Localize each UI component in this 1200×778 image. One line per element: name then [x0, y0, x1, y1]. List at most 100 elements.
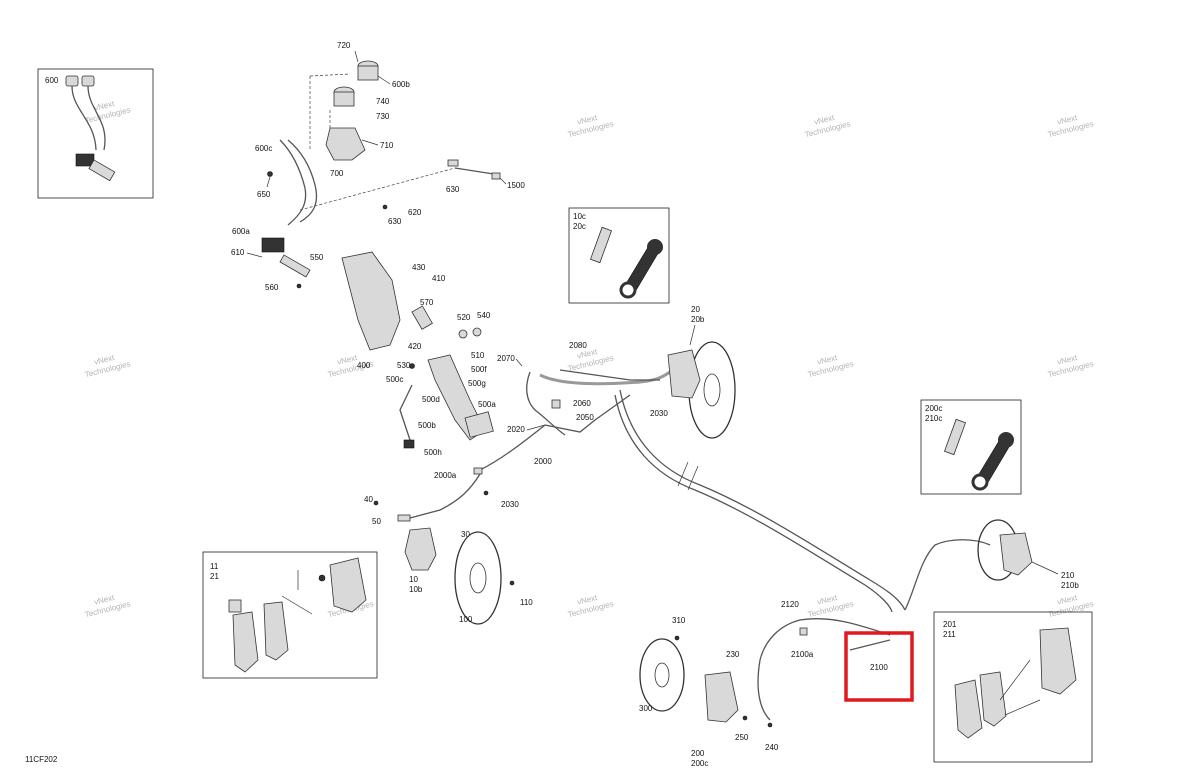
- leader-line: [526, 424, 546, 431]
- callout-210b: 210b: [1061, 581, 1079, 590]
- callout-2030-upper: 2030: [650, 409, 668, 418]
- callout-2060: 2060: [573, 399, 591, 408]
- bolt-icon: [382, 204, 388, 210]
- inset-label-line1: 201: [943, 620, 957, 629]
- callout-500c: 500c: [386, 375, 403, 384]
- leader-line: [499, 177, 507, 185]
- clamp-icon: [267, 171, 273, 177]
- caliper-icon: [999, 532, 1033, 576]
- highlight-box[interactable]: [844, 631, 914, 702]
- callout-650: 650: [257, 190, 271, 199]
- callout-600c: 600c: [255, 144, 272, 153]
- rod-line: [399, 384, 413, 441]
- callout-210: 210: [1061, 571, 1075, 580]
- bleeder-cap-ring-icon: [971, 473, 989, 491]
- banjo-fitting-icon: [397, 514, 411, 522]
- bolt-icon: [742, 715, 748, 721]
- hose-line: [479, 424, 546, 471]
- callout-50: 50: [372, 517, 381, 526]
- hose-line: [287, 139, 318, 223]
- callout-710: 710: [380, 141, 394, 150]
- inset-pads-front[interactable]: 11 21: [202, 551, 378, 679]
- hose-line: [279, 139, 307, 226]
- hose-line: [559, 369, 660, 381]
- callout-2030-lower: 2030: [501, 500, 519, 509]
- bushing-icon: [472, 327, 482, 337]
- callout-500g: 500g: [468, 379, 486, 388]
- callout-10: 10: [409, 575, 418, 584]
- inset-frame: [920, 399, 1022, 495]
- callout-300: 300: [639, 704, 653, 713]
- callout-570: 570: [420, 298, 434, 307]
- brake-pad-icon: [232, 611, 259, 673]
- callout-20b: 20b: [691, 315, 705, 324]
- hose-line: [539, 370, 671, 386]
- callout-30: 30: [461, 530, 470, 539]
- callout-500h: 500h: [424, 448, 442, 457]
- rear-left-brake-lines[interactable]: 2120 2100a 2100 310 230 300 250 240 200 …: [639, 600, 891, 768]
- callout-600b: 600b: [392, 80, 410, 89]
- pedal-bracket-icon: [341, 251, 401, 351]
- callout-520: 520: [457, 313, 471, 322]
- callout-550: 550: [310, 253, 324, 262]
- caliper-icon: [704, 671, 739, 723]
- callout-240: 240: [765, 743, 779, 752]
- bolt-icon: [296, 283, 302, 289]
- callout-2050: 2050: [576, 413, 594, 422]
- callout-10b: 10b: [409, 585, 423, 594]
- brake-pad-icon: [263, 601, 289, 661]
- inset-label-line2: 21: [210, 572, 219, 581]
- pedal-pad-icon: [464, 411, 494, 438]
- pin-icon: [999, 659, 1031, 701]
- inset-bleeder-rear[interactable]: 200c 210c: [920, 399, 1022, 495]
- shim-icon: [228, 599, 242, 613]
- bleeder-cap-icon: [647, 239, 663, 255]
- leader-line: [1031, 561, 1059, 575]
- disc-hub-icon: [654, 662, 670, 688]
- clip-icon: [483, 490, 489, 496]
- master-cylinder-icon: [261, 237, 285, 253]
- inset-master-cylinder[interactable]: 600: [37, 68, 154, 199]
- callout-2070: 2070: [497, 354, 515, 363]
- callout-500d: 500d: [422, 395, 440, 404]
- fitting-icon: [491, 172, 501, 180]
- master-cylinder-assembly[interactable]: 600a 610 550 560 430 410 570 520 540 420…: [231, 227, 496, 457]
- bolt-icon: [318, 574, 326, 582]
- pin-icon: [281, 595, 313, 615]
- leader-line: [266, 176, 271, 188]
- stop-block-icon: [403, 439, 415, 449]
- inset-bleeder-front[interactable]: 10c 20c: [568, 207, 670, 304]
- hose-line: [71, 85, 97, 151]
- fitting-icon: [447, 159, 459, 167]
- bolt-icon: [674, 635, 680, 641]
- reservoir-icon: [333, 91, 355, 107]
- inset-label-line2: 211: [943, 630, 956, 639]
- inset-label: 600: [45, 76, 59, 85]
- inset-pads-rear[interactable]: 201 211: [933, 611, 1093, 763]
- hose-line: [904, 539, 991, 611]
- reservoir-assembly[interactable]: 720 600b 740 730 710 700: [309, 41, 410, 178]
- reservoir-hoses[interactable]: 600c 650 630 1500 620 630: [255, 139, 525, 226]
- inset-label-line1: 200c: [925, 404, 942, 413]
- hose-line: [757, 618, 891, 721]
- bleeder-screw-icon: [589, 226, 613, 264]
- callout-310: 310: [672, 616, 686, 625]
- inset-frame: [202, 551, 378, 679]
- bolt-icon: [767, 722, 773, 728]
- callout-740: 740: [376, 97, 390, 106]
- diagram-code: 11CF202: [25, 755, 58, 764]
- callout-730: 730: [376, 112, 390, 121]
- leader-line: [689, 324, 696, 346]
- leader-line: [515, 358, 523, 367]
- inset-frame: [37, 68, 154, 199]
- callout-2120: 2120: [781, 600, 799, 609]
- callout-630-mid: 630: [388, 217, 402, 226]
- rear-right-caliper-disc[interactable]: 210 210b: [977, 519, 1079, 590]
- front-right-caliper-disc[interactable]: 20 20b: [667, 305, 736, 439]
- front-left-caliper-disc[interactable]: 40 50 30 10 10b 100 110: [364, 495, 533, 625]
- front-brake-lines[interactable]: 2080 2070 2060 2050 2030 2020 2000 2000a…: [409, 341, 991, 613]
- callout-610: 610: [231, 248, 245, 257]
- clip-icon: [473, 467, 483, 475]
- callout-40: 40: [364, 495, 373, 504]
- clip-icon: [799, 627, 808, 636]
